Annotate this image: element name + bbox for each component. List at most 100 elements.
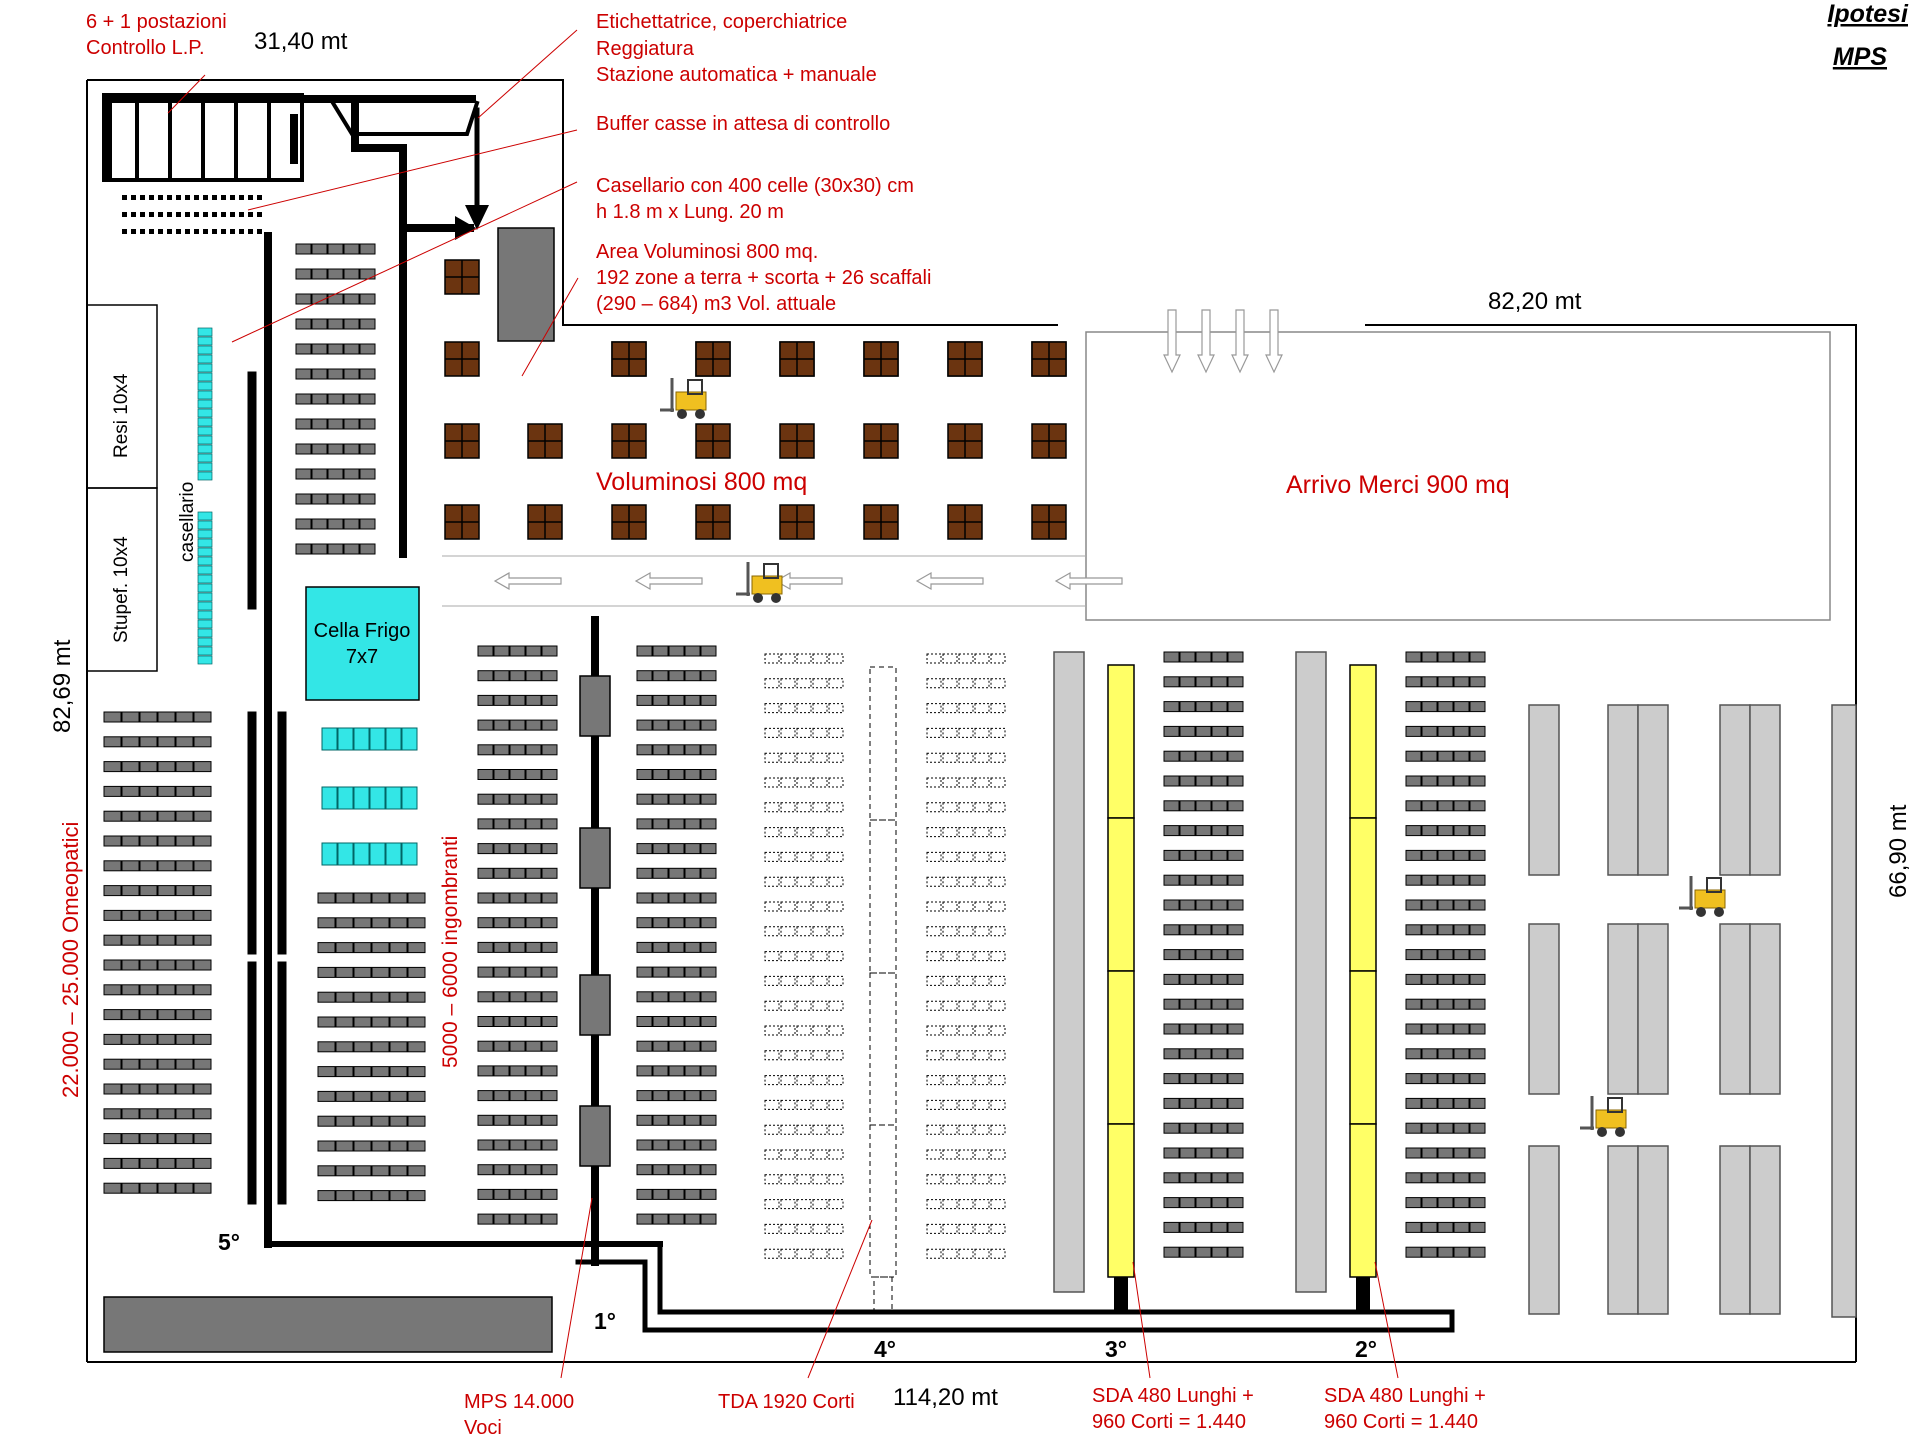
shelf-cell xyxy=(121,885,140,897)
shelf-cell xyxy=(636,645,653,657)
shelf-cell xyxy=(493,744,510,756)
tda-cell xyxy=(780,802,796,813)
tda-cell xyxy=(828,653,844,664)
shelf-cell xyxy=(1469,998,1486,1010)
shelf-cell xyxy=(1437,874,1454,886)
shelf-cell xyxy=(295,393,312,405)
grey-rack xyxy=(1637,923,1669,1095)
buffer-dot xyxy=(248,212,253,217)
shelf-cell xyxy=(509,670,526,682)
shelf-cell xyxy=(343,443,360,455)
buffer-dot xyxy=(248,195,253,200)
tda-cell xyxy=(958,1124,974,1135)
tda-cell xyxy=(828,876,844,887)
shelf-cell xyxy=(157,1083,176,1095)
buffer-dot xyxy=(203,229,208,234)
shelf-cell xyxy=(1227,701,1244,713)
tda-cell xyxy=(926,653,942,664)
shelf-cell xyxy=(1227,874,1244,886)
forklift-wheel xyxy=(1615,1127,1625,1137)
shelf-cell xyxy=(157,1108,176,1120)
frigo-cell xyxy=(353,786,370,810)
tda-cell xyxy=(990,1223,1006,1234)
shelf-cell xyxy=(668,744,685,756)
shelf-cell xyxy=(1195,651,1212,663)
tda-cell xyxy=(812,876,828,887)
shelf-cell xyxy=(1227,1073,1244,1085)
shelf-cell xyxy=(1163,1048,1180,1060)
shelf-cell xyxy=(525,769,542,780)
shelf-cell xyxy=(1211,825,1228,837)
shelf-cell xyxy=(1179,1147,1196,1159)
shelf-cell xyxy=(1469,1172,1486,1184)
tda-cell xyxy=(990,727,1006,738)
shelf-cell xyxy=(343,268,360,280)
dim-top-left: 31,40 mt xyxy=(254,28,348,55)
shelf-cell xyxy=(327,293,344,305)
shelf-cell xyxy=(1405,973,1422,985)
shelf-cell xyxy=(1195,800,1212,812)
shelf-cell xyxy=(1421,899,1438,911)
shelf-cell xyxy=(509,793,526,805)
shelf-cell xyxy=(668,1114,685,1126)
shelf-cell xyxy=(121,1157,140,1169)
sda-yellow-segment xyxy=(1107,1123,1135,1278)
shelf-cell xyxy=(477,966,494,978)
tda-cell xyxy=(990,1000,1006,1011)
shelf-cell xyxy=(103,885,122,897)
shelf-cell xyxy=(1421,998,1438,1010)
shelf-cell xyxy=(1227,1246,1244,1258)
shelf-cell xyxy=(121,810,140,822)
shelf-cell xyxy=(311,418,328,430)
shelf-cell xyxy=(139,885,158,897)
shelf-cell xyxy=(541,1040,558,1052)
dim-right: 66,90 mt xyxy=(1885,804,1912,898)
down-arrow xyxy=(1163,309,1181,374)
shelf-cell xyxy=(335,917,354,929)
shelf-cell xyxy=(700,694,717,706)
buffer-dot xyxy=(185,195,190,200)
shelf-cell xyxy=(1163,1246,1180,1258)
casellario-cell xyxy=(197,610,213,620)
tda-cell xyxy=(780,901,796,912)
shelf-cell xyxy=(1227,725,1244,737)
shelf-cell xyxy=(1437,1023,1454,1035)
buffer-dot xyxy=(149,212,154,217)
shelf-cell xyxy=(1227,1197,1244,1209)
tda-cell xyxy=(764,1174,780,1185)
tda-cell xyxy=(828,1223,844,1234)
cella-frigo xyxy=(305,586,420,701)
buffer-dot xyxy=(158,229,163,234)
shelf-cell xyxy=(343,493,360,505)
buffer-dot xyxy=(203,195,208,200)
shelf-cell xyxy=(525,1065,542,1077)
tda-cell xyxy=(926,876,942,887)
shelf-cell xyxy=(193,1182,212,1194)
tda-cell xyxy=(828,703,844,714)
tda-cell xyxy=(974,1149,990,1160)
shelf-cell xyxy=(1437,701,1454,713)
tda-cell xyxy=(926,752,942,763)
shelf-cell xyxy=(1211,1221,1228,1233)
shelf-cell xyxy=(175,761,194,773)
shelf-cell xyxy=(652,917,669,929)
tda-cell xyxy=(990,1149,1006,1160)
shelf-cell xyxy=(1453,1073,1470,1085)
shelf-cell xyxy=(295,343,312,355)
label-sda3-2: 960 Corti = 1.440 xyxy=(1092,1411,1246,1433)
shelf-cell xyxy=(317,1041,336,1053)
shelf-cell xyxy=(1437,750,1454,762)
sda-yellow-segment xyxy=(1107,664,1135,819)
buffer-dot xyxy=(194,229,199,234)
tda-cell xyxy=(990,1174,1006,1185)
shelf-cell xyxy=(1405,924,1422,936)
shelf-cell xyxy=(668,694,685,706)
shelf-cell xyxy=(684,1090,701,1102)
left-arrow xyxy=(634,571,703,591)
shelf-cell xyxy=(493,818,510,830)
tda-cell xyxy=(974,1223,990,1234)
shelf-cell xyxy=(311,393,328,405)
forklift-wheel xyxy=(1714,907,1724,917)
shelf-cell xyxy=(1469,924,1486,936)
tda-cell xyxy=(796,1124,812,1135)
